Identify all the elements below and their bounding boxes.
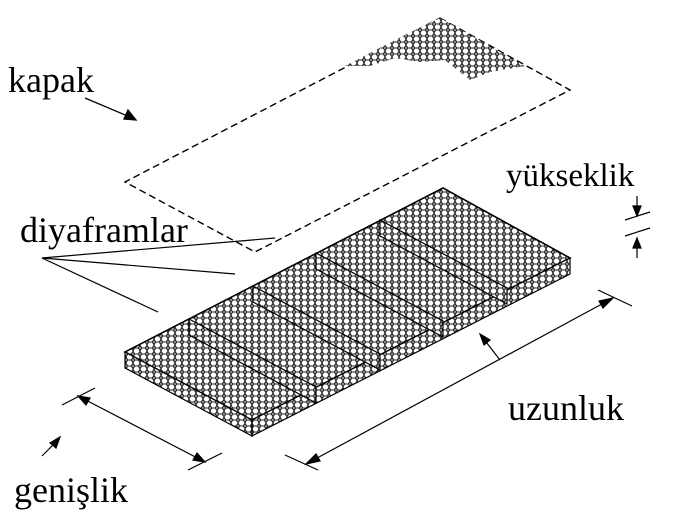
height-dimension: [624, 196, 651, 258]
lid-label: kapak: [8, 60, 94, 100]
diaphragm-1: [188, 317, 317, 405]
lid-arrow: [84, 97, 138, 121]
lid-outline: [123, 17, 572, 253]
diaphragm-2: [252, 284, 381, 372]
box-back-wall-right: [442, 187, 571, 259]
diaphragm-3: [315, 251, 444, 339]
diaphragms-label: diyaframlar: [20, 210, 188, 250]
box-back-wall-left: [124, 187, 444, 353]
gabion-box: [123, 187, 572, 438]
diaphragm-pointers: [41, 237, 276, 313]
width-dimension: [41, 387, 223, 471]
diaphragm-4: [379, 218, 508, 306]
width-label: genişlik: [14, 470, 128, 510]
lid-mesh-patch: [345, 18, 525, 80]
length-label: uzunluk: [508, 388, 624, 428]
box-right-wall: [251, 257, 571, 437]
length-dimension: [284, 289, 633, 471]
height-label: yükseklik: [506, 158, 635, 194]
